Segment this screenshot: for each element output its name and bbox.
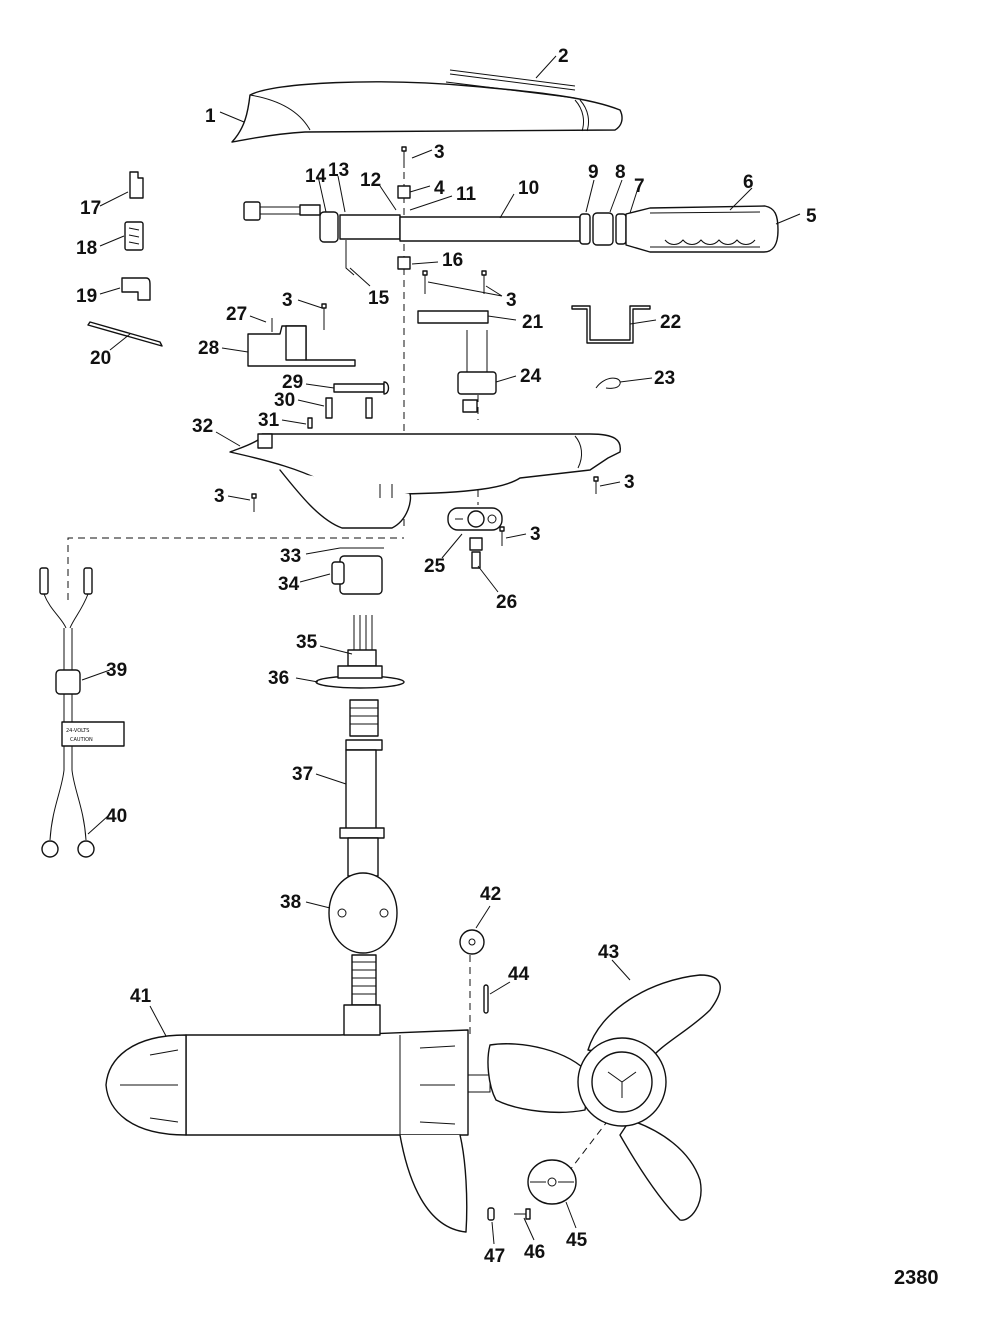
screws-part-3 <box>251 146 599 546</box>
callout-17: 17 <box>80 198 101 219</box>
callout-2: 2 <box>558 46 569 67</box>
callout-30: 30 <box>274 390 295 411</box>
callout-7: 7 <box>634 176 645 197</box>
callout-39: 39 <box>106 660 127 681</box>
callout-34: 34 <box>278 574 300 595</box>
circuit-board-part-28 <box>247 318 390 429</box>
callout-21: 21 <box>522 312 544 333</box>
wire-tag-line-1: 24-VOLTS <box>66 728 89 734</box>
callout-20: 20 <box>90 348 111 369</box>
callout-16: 16 <box>442 250 463 271</box>
callout-15: 15 <box>368 288 390 309</box>
callout-28: 28 <box>198 338 219 359</box>
callout-1: 1 <box>205 106 216 127</box>
callout-3b: 3 <box>506 290 517 311</box>
callout-6: 6 <box>743 172 754 193</box>
callout-37: 37 <box>292 764 313 785</box>
callout-22: 22 <box>660 312 681 333</box>
callout-42: 42 <box>480 884 501 905</box>
callout-5: 5 <box>806 206 817 227</box>
prop-nut-parts-45-47 <box>487 1159 577 1221</box>
base-housing-part-32 <box>229 433 622 529</box>
collar-parts-33-34 <box>331 547 384 595</box>
callout-23: 23 <box>654 368 675 389</box>
callout-40: 40 <box>106 806 127 827</box>
callout-26: 26 <box>496 592 517 613</box>
wire-harness-parts-39-40: 24-VOLTS CAUTION <box>39 567 125 858</box>
callout-3d: 3 <box>214 486 225 507</box>
callout-3e: 3 <box>624 472 635 493</box>
callout-35: 35 <box>296 632 318 653</box>
callout-31: 31 <box>258 410 280 431</box>
callout-19: 19 <box>76 286 97 307</box>
callout-25: 25 <box>424 556 446 577</box>
callout-29: 29 <box>282 372 303 393</box>
callout-18: 18 <box>76 238 97 259</box>
switch-plate-parts-25-26 <box>447 507 503 569</box>
small-parts-17-20 <box>87 171 163 347</box>
parts-21-24 <box>417 305 651 413</box>
top-cover-part-1 <box>231 81 623 143</box>
callout-27: 27 <box>226 304 247 325</box>
figure-number: 2380 <box>894 1267 939 1289</box>
propeller-part-43 <box>487 974 721 1221</box>
leader-lines <box>81 55 801 1245</box>
callout-44: 44 <box>508 964 530 985</box>
callout-11: 11 <box>456 184 477 205</box>
callout-9: 9 <box>588 162 599 183</box>
callout-32: 32 <box>192 416 213 437</box>
motor-housing-part-41 <box>105 1004 491 1233</box>
callout-3c: 3 <box>282 290 293 311</box>
callout-24: 24 <box>520 366 542 387</box>
callout-12: 12 <box>360 170 381 191</box>
callout-3f: 3 <box>530 524 541 545</box>
callout-14: 14 <box>305 166 327 187</box>
callout-46: 46 <box>524 1242 545 1263</box>
callout-38: 38 <box>280 892 301 913</box>
callout-8: 8 <box>615 162 626 183</box>
decal-part-2 <box>449 69 576 91</box>
callout-4: 4 <box>434 178 445 199</box>
wire-tag-line-2: CAUTION <box>70 737 93 743</box>
callout-33: 33 <box>280 546 301 567</box>
callout-45: 45 <box>566 1230 588 1251</box>
callout-36: 36 <box>268 668 289 689</box>
callout-41: 41 <box>130 986 152 1007</box>
callout-10: 10 <box>518 178 539 199</box>
callout-43: 43 <box>598 942 619 963</box>
callout-labels: 1 2 3 4 5 6 7 8 9 10 11 12 13 14 15 16 3… <box>76 46 817 1267</box>
callout-47: 47 <box>484 1246 505 1267</box>
callout-3a: 3 <box>434 142 445 163</box>
callout-13: 13 <box>328 160 349 181</box>
shaft-column-parts-35-38 <box>315 615 405 1006</box>
handle-assembly <box>243 185 779 276</box>
prop-nut-washer-parts-42-44 <box>459 929 489 1014</box>
